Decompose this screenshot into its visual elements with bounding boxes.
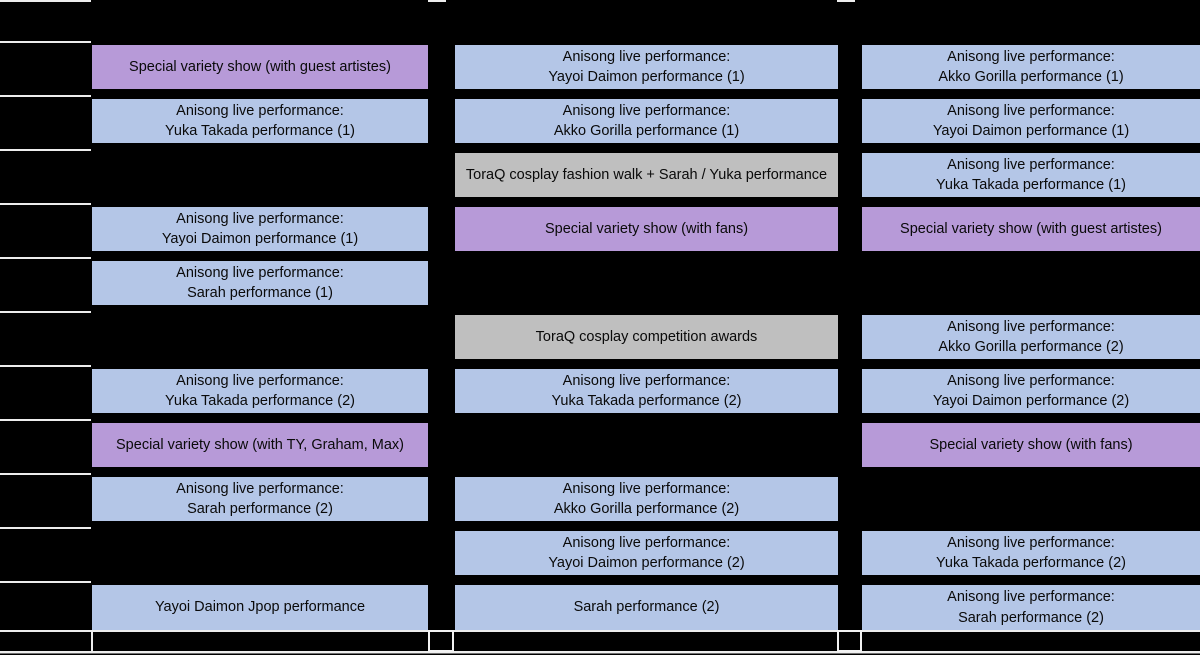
event-block: Special variety show (with guest artiste… xyxy=(92,45,428,89)
event-line: Sarah performance (2) xyxy=(187,501,333,517)
event-line: Sarah performance (1) xyxy=(187,285,333,301)
event-line: Anisong live performance: xyxy=(947,372,1115,389)
event-block: Anisong live performance: Yayoi Daimon pe… xyxy=(455,531,838,575)
event-line: Special variety show (with guest artiste… xyxy=(900,220,1162,237)
time-row-line xyxy=(0,149,91,151)
event-line: Sarah performance (2) xyxy=(958,609,1104,626)
event-block: Anisong live performance: Yuka Takada per… xyxy=(455,369,838,413)
event-line: Anisong live performance: xyxy=(176,102,344,119)
event-line: Anisong live performance: xyxy=(176,480,344,497)
event-line: Yayoi Daimon performance (2) xyxy=(932,393,1130,409)
event-block: Anisong live performance: Yayoi Daimon pe… xyxy=(862,99,1200,143)
event-block: Anisong live performance: Sarah performan… xyxy=(92,477,428,521)
footer-bottom-line xyxy=(0,651,1200,653)
event-line: Yayoi Daimon performance (2) xyxy=(548,555,745,571)
header-gap-tick xyxy=(428,0,446,2)
event-block: Anisong live performance: Akko Gorilla pe… xyxy=(862,315,1200,359)
event-line: ToraQ cosplay fashion walk + Sarah / Yuk… xyxy=(465,166,828,183)
event-line: Anisong live performance: xyxy=(562,534,731,551)
event-line: Akko Gorilla performance (2) xyxy=(938,339,1124,355)
event-line: Yuka Takada performance (2) xyxy=(165,393,355,409)
event-block: Sarah performance (2) xyxy=(455,585,838,630)
event-line: Anisong live performance: xyxy=(947,156,1115,173)
event-line: Yayoi Daimon performance (1) xyxy=(548,69,745,85)
event-line: Anisong live performance: xyxy=(562,372,731,389)
event-line: Akko Gorilla performance (2) xyxy=(553,501,740,517)
event-line: Yayoi Daimon Jpop performance xyxy=(154,599,366,616)
event-line: Special variety show (with guest artiste… xyxy=(129,58,391,75)
event-line: Anisong live performance: xyxy=(947,534,1115,551)
event-line: Anisong live performance: xyxy=(947,318,1115,335)
event-block: ToraQ cosplay competition awards xyxy=(455,315,838,359)
time-row-line xyxy=(0,95,91,97)
event-block: Anisong live performance: Yayoi Daimon pe… xyxy=(862,369,1200,413)
footer-gap-cell xyxy=(428,630,454,652)
event-line: Yayoi Daimon performance (1) xyxy=(161,231,359,247)
event-line: Special variety show (with fans) xyxy=(929,436,1133,453)
event-line: Anisong live performance: xyxy=(947,589,1115,605)
event-block: Anisong live performance: Yuka Takada per… xyxy=(92,369,428,413)
header-gap-tick xyxy=(837,0,855,2)
event-line: Anisong live performance: xyxy=(562,102,731,119)
event-line: Anisong live performance: xyxy=(947,48,1115,65)
event-block: Anisong live performance: Yuka Takada per… xyxy=(862,531,1200,575)
time-row-line xyxy=(0,41,91,43)
event-line: Akko Gorilla performance (1) xyxy=(938,69,1124,85)
event-block: Anisong live performance: Akko Gorilla pe… xyxy=(455,99,838,143)
event-line: Yuka Takada performance (1) xyxy=(165,123,355,139)
event-line: Yuka Takada performance (1) xyxy=(936,177,1126,193)
event-line: Sarah performance (2) xyxy=(573,599,720,616)
time-row-line xyxy=(0,419,91,421)
time-row-line xyxy=(0,0,91,2)
event-block: Anisong live performance: Yayoi Daimon pe… xyxy=(92,207,428,251)
event-line: Anisong live performance: xyxy=(562,48,731,65)
event-line: Yuka Takada performance (2) xyxy=(936,555,1126,571)
event-line: Anisong live performance: xyxy=(176,372,344,389)
event-line: Special variety show (with TY, Graham, M… xyxy=(116,436,404,453)
event-block: Special variety show (with guest artiste… xyxy=(862,207,1200,251)
event-line: Anisong live performance: xyxy=(176,210,344,227)
footer-time-divider xyxy=(91,631,93,651)
event-block: Yayoi Daimon Jpop performance xyxy=(92,585,428,630)
event-line: ToraQ cosplay competition awards xyxy=(535,328,758,345)
event-block: Anisong live performance: Yuka Takada per… xyxy=(92,99,428,143)
time-row-line xyxy=(0,311,91,313)
time-row-line xyxy=(0,257,91,259)
event-line: Anisong live performance: xyxy=(947,102,1115,119)
event-line: Anisong live performance: xyxy=(562,480,731,497)
event-block: Anisong live performance: Sarah performan… xyxy=(92,261,428,305)
event-line: Akko Gorilla performance (1) xyxy=(553,123,740,139)
event-line: Yayoi Daimon performance (1) xyxy=(932,123,1130,139)
event-block: Special variety show (with fans) xyxy=(862,423,1200,467)
event-block: Anisong live performance: Yayoi Daimon pe… xyxy=(455,45,838,89)
time-row-line xyxy=(0,527,91,529)
event-block: ToraQ cosplay fashion walk + Sarah / Yuk… xyxy=(455,153,838,197)
footer-gap-cell xyxy=(837,630,862,652)
event-block: Special variety show (with TY, Graham, M… xyxy=(92,423,428,467)
event-block: Special variety show (with fans) xyxy=(455,207,838,251)
event-block: Anisong live performance: Akko Gorilla pe… xyxy=(455,477,838,521)
time-row-line xyxy=(0,203,91,205)
time-row-line xyxy=(0,365,91,367)
time-row-line xyxy=(0,473,91,475)
bottom-edge-rule xyxy=(0,653,1200,654)
event-block: Anisong live performance: Yuka Takada per… xyxy=(862,153,1200,197)
event-line: Yuka Takada performance (2) xyxy=(551,393,742,409)
event-block: Anisong live performance: Akko Gorilla pe… xyxy=(862,45,1200,89)
event-line: Anisong live performance: xyxy=(176,264,344,281)
time-row-line xyxy=(0,581,91,583)
footer-top-line xyxy=(0,630,1200,632)
event-line: Special variety show (with fans) xyxy=(544,220,749,237)
event-block: Anisong live performance: Sarah performan… xyxy=(862,585,1200,630)
